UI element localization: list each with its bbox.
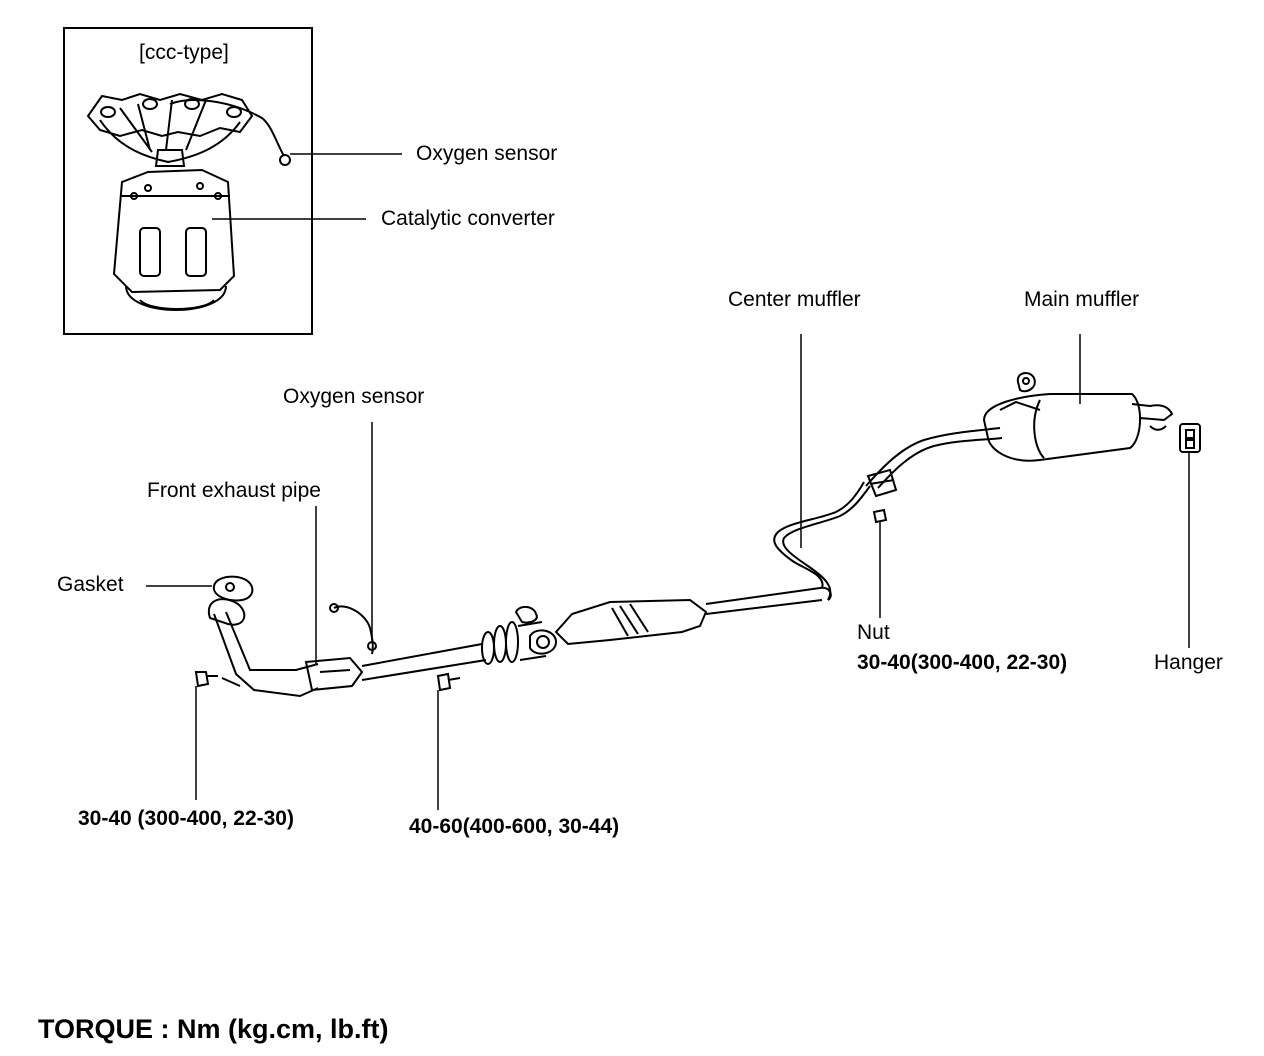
front-bolt-drawing [194,671,218,688]
hanger-drawing [1179,423,1201,453]
hanger-label: Hanger [1154,651,1223,674]
flange-bolt-torque-value: 40-60(400-600, 30-44) [409,815,620,838]
center-catalytic-converter-drawing [554,586,832,646]
front-exhaust-pipe-label: Front exhaust pipe [147,479,321,502]
front-bolt-torque-value: 30-40 (300-400, 22-30) [78,807,294,830]
center-muffler-label: Center muffler [728,288,861,311]
front-exhaust-pipe-drawing [207,598,487,698]
inset-frame [63,27,313,335]
oxygen-sensor-label: Oxygen sensor [283,385,425,408]
nut-drawing [872,508,888,524]
gasket-drawing [212,575,254,602]
nut-torque-value: 30-40(300-400, 22-30) [857,651,1068,674]
inset-title: [ccc-type] [139,41,229,64]
inset-oxygen-sensor-label: Oxygen sensor [416,142,558,165]
main-muffler-label: Main muffler [1024,288,1140,311]
flex-joint-drawing [481,606,558,665]
torque-units-note: TORQUE : Nm (kg.cm, lb.ft) [38,1014,389,1044]
leader-lines [146,334,1190,810]
nut-label: Nut [857,621,890,644]
exhaust-manifold-drawing [86,92,291,167]
gasket-label: Gasket [57,573,124,596]
center-pipe-drawing [773,427,1003,601]
flange-bolt-drawing [436,672,461,692]
oxygen-sensor-drawing [329,603,377,655]
main-muffler-drawing [982,372,1174,462]
catalytic-converter-drawing [112,168,236,311]
inset-catalytic-converter-label: Catalytic converter [381,207,555,230]
